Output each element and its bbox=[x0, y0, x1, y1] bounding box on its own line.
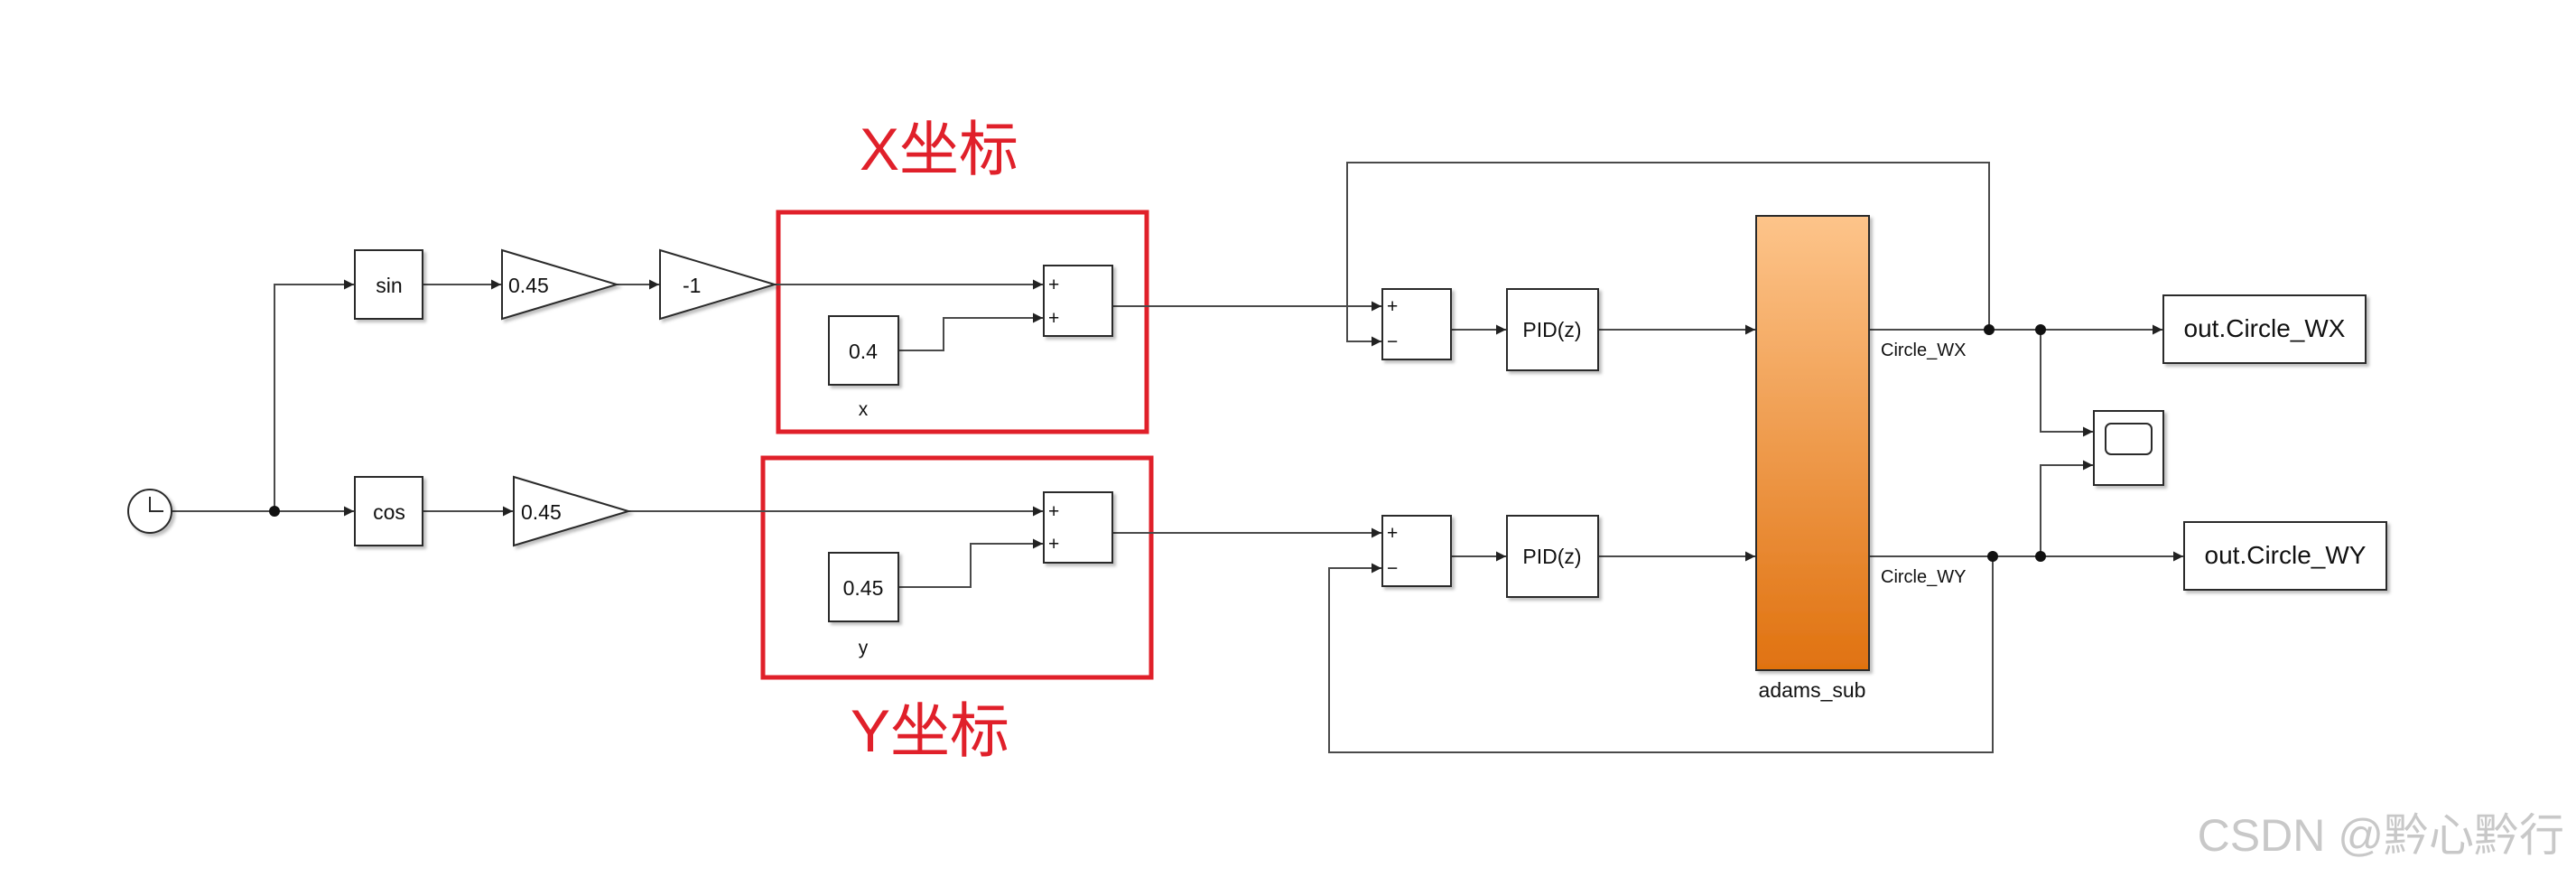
sin-block[interactable]: sin bbox=[354, 249, 423, 320]
subsystem-port-wx: Circle_WX bbox=[1881, 341, 1966, 360]
sum-x-plus-1: + bbox=[1048, 275, 1059, 295]
branch-point-wx-feedback bbox=[1984, 324, 1995, 335]
sin-label: sin bbox=[376, 274, 402, 297]
gain-y-value: 0.45 bbox=[521, 500, 562, 524]
constant-y-name: y bbox=[859, 638, 869, 658]
sum-y-plus-2: + bbox=[1048, 534, 1059, 555]
cos-label: cos bbox=[373, 500, 405, 524]
sum-block-x[interactable]: + + bbox=[1043, 265, 1113, 337]
branch-point-wy-scope bbox=[2035, 551, 2046, 562]
pid-y-label: PID(z) bbox=[1522, 545, 1581, 568]
error-sum-block-y[interactable]: + − bbox=[1381, 515, 1452, 587]
error-sum-x-plus: + bbox=[1387, 296, 1398, 317]
y-coordinate-title: Y坐标 bbox=[851, 697, 1009, 764]
error-sum-x-minus: − bbox=[1387, 331, 1398, 352]
branch-point-wy-feedback bbox=[1987, 551, 1998, 562]
sum-y-plus-1: + bbox=[1048, 501, 1059, 522]
gain-block-negate[interactable]: -1 bbox=[659, 248, 778, 321]
clock-block[interactable] bbox=[127, 489, 172, 534]
output-block-wx[interactable]: out.Circle_WX bbox=[2162, 294, 2367, 364]
error-sum-y-plus: + bbox=[1387, 523, 1398, 544]
gain-block-y[interactable]: 0.45 bbox=[513, 475, 632, 547]
output-block-wy[interactable]: out.Circle_WY bbox=[2183, 521, 2387, 591]
subsystem-port-wy: Circle_WY bbox=[1881, 567, 1966, 587]
sum-block-y[interactable]: + + bbox=[1043, 491, 1113, 564]
pid-controller-x[interactable]: PID(z) bbox=[1506, 288, 1599, 371]
output-wx-label: out.Circle_WX bbox=[2184, 314, 2346, 342]
constant-x-value: 0.4 bbox=[849, 340, 878, 363]
error-sum-block-x[interactable]: + − bbox=[1381, 288, 1452, 360]
x-coordinate-title: X坐标 bbox=[860, 116, 1018, 182]
clock-icon bbox=[149, 497, 163, 512]
gain-block-x[interactable]: 0.45 bbox=[501, 248, 620, 321]
pid-x-label: PID(z) bbox=[1522, 318, 1581, 341]
signal-wires bbox=[172, 162, 2183, 753]
subsystem-name: adams_sub bbox=[1759, 678, 1866, 702]
gain-x-value: 0.45 bbox=[508, 274, 549, 297]
error-sum-y-minus: − bbox=[1387, 558, 1398, 579]
output-wy-label: out.Circle_WY bbox=[2205, 541, 2367, 569]
branch-point-wx-scope bbox=[2035, 324, 2046, 335]
sum-x-plus-2: + bbox=[1048, 308, 1059, 329]
constant-y-value: 0.45 bbox=[843, 576, 884, 600]
constant-block-x[interactable]: 0.4 x bbox=[828, 315, 899, 420]
scope-screen-icon bbox=[2105, 423, 2153, 455]
y-highlight-box bbox=[760, 455, 1154, 680]
adams-subsystem-block[interactable]: Circle_WX Circle_WY adams_sub bbox=[1755, 215, 1966, 702]
scope-block[interactable] bbox=[2093, 410, 2164, 486]
constant-x-name: x bbox=[859, 399, 869, 420]
cos-block[interactable]: cos bbox=[354, 476, 423, 546]
gain-negate-value: -1 bbox=[683, 274, 701, 297]
pid-controller-y[interactable]: PID(z) bbox=[1506, 515, 1599, 598]
x-highlight-box bbox=[776, 210, 1149, 434]
constant-block-y[interactable]: 0.45 y bbox=[828, 552, 899, 658]
watermark: CSDN @黔心黔行 bbox=[2198, 810, 2564, 861]
branch-point-clock bbox=[269, 506, 280, 517]
